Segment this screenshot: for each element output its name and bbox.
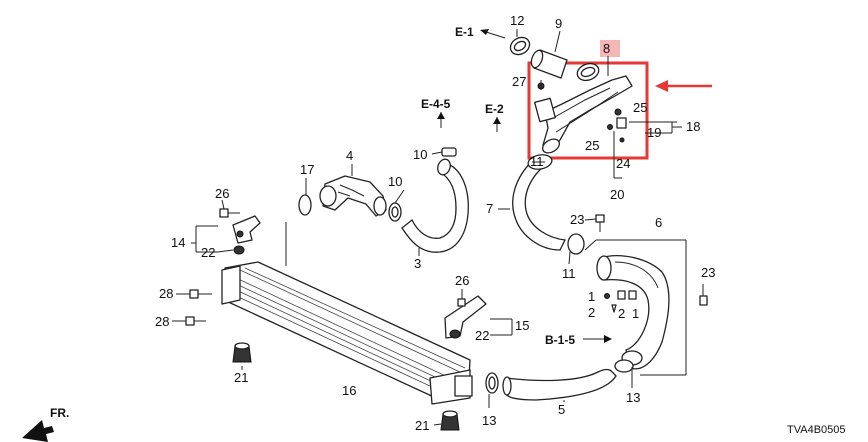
callout-12[interactable]: 12 xyxy=(510,13,524,28)
callout-7[interactable]: 7 xyxy=(486,201,493,216)
callout-10-left[interactable]: 10 xyxy=(388,174,402,189)
callout-13-right[interactable]: 13 xyxy=(626,390,640,405)
part-13-seal-right[interactable] xyxy=(614,359,634,373)
part-14-bracket[interactable] xyxy=(232,215,261,244)
part-15-bracket[interactable] xyxy=(444,295,487,339)
callout-11-lower[interactable]: 11 xyxy=(562,266,576,281)
callout-6[interactable]: 6 xyxy=(655,215,662,230)
callout-27[interactable]: 27 xyxy=(512,74,526,89)
part-23-bolt-upper[interactable] xyxy=(595,214,605,232)
callout-26-lower[interactable]: 26 xyxy=(455,273,469,288)
part-26-bolt-lower[interactable] xyxy=(457,298,466,307)
callout-22-upper[interactable]: 22 xyxy=(201,245,215,260)
part-8-air-pipe-assembly[interactable] xyxy=(534,56,633,156)
part-28-bolt-b[interactable] xyxy=(185,316,206,326)
highlight-box xyxy=(527,61,649,160)
part-5-lower-hose[interactable] xyxy=(502,368,617,401)
callout-13-left[interactable]: 13 xyxy=(482,413,496,428)
callout-21-upper[interactable]: 21 xyxy=(234,370,248,385)
part-14-bracket-lines xyxy=(191,225,218,253)
callout-4[interactable]: 4 xyxy=(346,148,353,163)
part-21-mount-lower[interactable] xyxy=(440,410,460,431)
part-12-clamp[interactable] xyxy=(507,29,532,58)
callout-2-a[interactable]: 2 xyxy=(588,305,595,320)
callout-24[interactable]: 24 xyxy=(616,156,630,171)
part-23-bolt-right[interactable] xyxy=(699,284,708,306)
callout-26-upper[interactable]: 26 xyxy=(215,186,229,201)
callout-28-b[interactable]: 28 xyxy=(155,314,169,329)
part-6-outlet-pipe[interactable] xyxy=(596,255,670,370)
part-9-hose[interactable] xyxy=(529,30,568,79)
part-28-bolt-a[interactable] xyxy=(189,289,212,299)
callout-2-b[interactable]: 2 xyxy=(618,306,625,321)
part-18-bracket-lines xyxy=(613,121,682,179)
callout-9[interactable]: 9 xyxy=(555,16,562,31)
part-3-hose[interactable] xyxy=(401,147,469,253)
ref-e1-label[interactable]: E-1 xyxy=(455,25,474,39)
callout-19[interactable]: 19 xyxy=(647,125,661,140)
callout-20[interactable]: 20 xyxy=(610,187,624,202)
callout-25-upper[interactable]: 25 xyxy=(633,100,647,115)
front-direction-arrow: FR. xyxy=(22,406,69,442)
part-16-intercooler[interactable] xyxy=(221,222,473,405)
callout-22-lower[interactable]: 22 xyxy=(475,328,489,343)
part-22-grommet-lower[interactable] xyxy=(449,329,461,339)
part-6-bracket-lines xyxy=(584,239,687,376)
diagram-code: TVA4B0505 xyxy=(787,424,846,436)
ref-e45[interactable]: E-4-5 xyxy=(421,97,451,128)
highlight-arrow xyxy=(655,80,712,92)
callout-15[interactable]: 15 xyxy=(515,318,529,333)
ref-e2[interactable]: E-2 xyxy=(485,102,504,132)
front-direction-label: FR. xyxy=(50,406,69,420)
callouts: 12 9 8 27 25 25 19 18 24 20 11 7 23 6 11… xyxy=(155,13,715,433)
callout-1-a[interactable]: 1 xyxy=(588,289,595,304)
callout-3[interactable]: 3 xyxy=(414,256,421,271)
callout-23-right[interactable]: 23 xyxy=(701,265,715,280)
part-13-seal-left[interactable] xyxy=(485,372,499,394)
callout-1-b[interactable]: 1 xyxy=(632,306,639,321)
part-22-grommet-upper[interactable] xyxy=(233,245,245,255)
callout-17[interactable]: 17 xyxy=(300,162,314,177)
callout-23-upper[interactable]: 23 xyxy=(570,212,584,227)
callout-21-lower[interactable]: 21 xyxy=(415,418,429,433)
callout-14[interactable]: 14 xyxy=(171,235,185,250)
part-26-bolt-upper[interactable] xyxy=(219,208,240,218)
ref-e45-label[interactable]: E-4-5 xyxy=(421,97,451,111)
part-10-seal-left[interactable] xyxy=(388,202,402,222)
ref-b15[interactable]: B-1-5 xyxy=(545,333,612,347)
ref-e1[interactable]: E-1 xyxy=(455,25,506,39)
callout-5[interactable]: 5 xyxy=(558,402,565,417)
part-4-inlet-pipe[interactable] xyxy=(319,175,387,217)
callout-18[interactable]: 18 xyxy=(686,119,700,134)
callout-16[interactable]: 16 xyxy=(342,383,356,398)
highlight-label-bg xyxy=(600,40,620,57)
ref-e2-label[interactable]: E-2 xyxy=(485,102,504,116)
part-11-clamp-upper[interactable] xyxy=(575,61,601,84)
ref-b15-label[interactable]: B-1-5 xyxy=(545,333,575,347)
part-7-hose[interactable] xyxy=(512,153,585,255)
callout-28-a[interactable]: 28 xyxy=(159,286,173,301)
callout-8[interactable]: 8 xyxy=(603,41,610,56)
part-17-o-ring[interactable] xyxy=(298,194,312,216)
callout-25-lower[interactable]: 25 xyxy=(585,138,599,153)
leader-lines xyxy=(172,151,633,426)
parts-1-2-clips[interactable] xyxy=(604,290,637,313)
part-15-bracket-lines xyxy=(490,318,513,336)
callout-10-right[interactable]: 10 xyxy=(413,147,427,162)
part-21-mount-upper[interactable] xyxy=(232,342,252,363)
